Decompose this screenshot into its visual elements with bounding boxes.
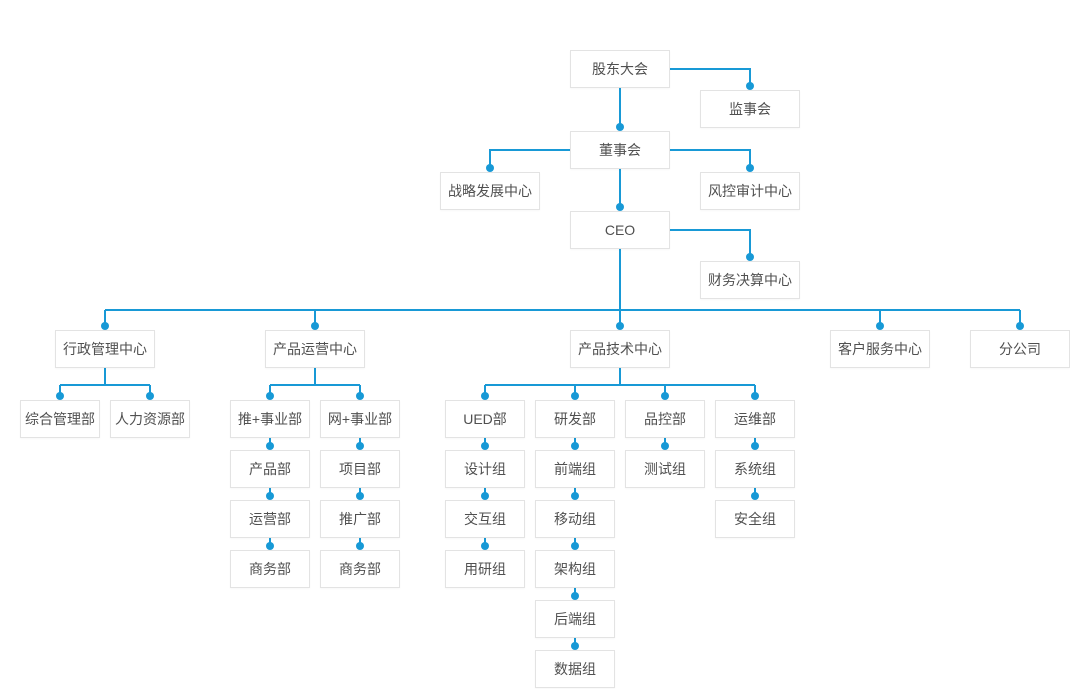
org-node-data-team: 数据组 [535, 650, 615, 688]
org-node-testing-team: 测试组 [625, 450, 705, 488]
org-node-business-dept-2: 商务部 [320, 550, 400, 588]
org-node-product-dept: 产品部 [230, 450, 310, 488]
org-node-customer-service-center: 客户服务中心 [830, 330, 930, 368]
org-node-operation-dept: 运营部 [230, 500, 310, 538]
org-node-strategy-development-center: 战略发展中心 [440, 172, 540, 210]
org-node-wang-division: 网+事业部 [320, 400, 400, 438]
org-node-user-research-team: 用研组 [445, 550, 525, 588]
org-node-interaction-team: 交互组 [445, 500, 525, 538]
org-node-ceo: CEO [570, 211, 670, 249]
org-node-business-dept-1: 商务部 [230, 550, 310, 588]
org-node-qc-dept: 品控部 [625, 400, 705, 438]
org-node-promotion-dept: 推广部 [320, 500, 400, 538]
org-node-product-operation-center: 产品运营中心 [265, 330, 365, 368]
org-node-ops-dept: 运维部 [715, 400, 795, 438]
org-node-product-tech-center: 产品技术中心 [570, 330, 670, 368]
org-node-hr-dept: 人力资源部 [110, 400, 190, 438]
org-node-tui-division: 推+事业部 [230, 400, 310, 438]
org-node-frontend-team: 前端组 [535, 450, 615, 488]
org-node-branch-company: 分公司 [970, 330, 1070, 368]
org-node-mobile-team: 移动组 [535, 500, 615, 538]
org-node-backend-team: 后端组 [535, 600, 615, 638]
org-node-shareholders-meeting: 股东大会 [570, 50, 670, 88]
org-node-project-dept: 项目部 [320, 450, 400, 488]
org-node-rnd-dept: 研发部 [535, 400, 615, 438]
org-node-design-team: 设计组 [445, 450, 525, 488]
org-node-ued-dept: UED部 [445, 400, 525, 438]
org-node-security-team: 安全组 [715, 500, 795, 538]
org-node-risk-audit-center: 风控审计中心 [700, 172, 800, 210]
org-node-admin-management-center: 行政管理中心 [55, 330, 155, 368]
org-node-supervisory-board: 监事会 [700, 90, 800, 128]
org-node-finance-settlement-center: 财务决算中心 [700, 261, 800, 299]
org-node-board-of-directors: 董事会 [570, 131, 670, 169]
org-node-general-management-dept: 综合管理部 [20, 400, 100, 438]
org-node-system-team: 系统组 [715, 450, 795, 488]
org-node-architecture-team: 架构组 [535, 550, 615, 588]
